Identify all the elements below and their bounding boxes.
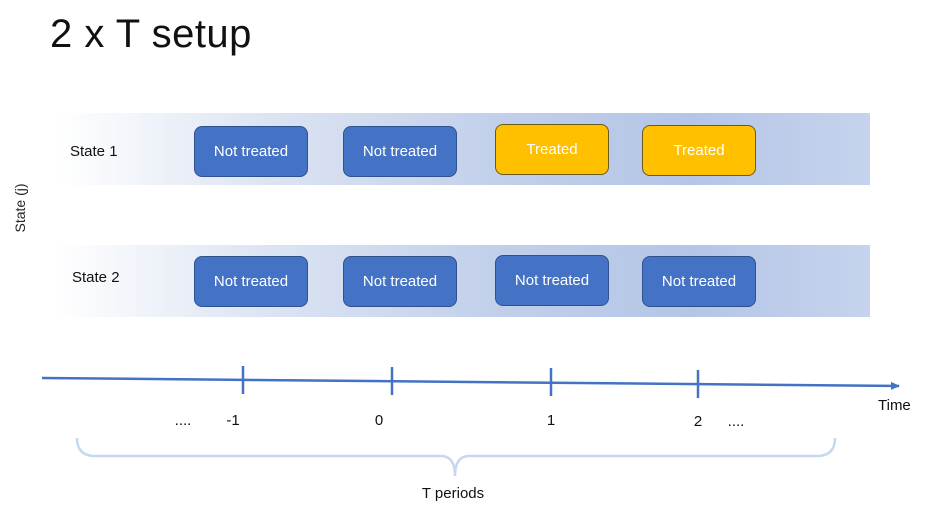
- tick-label-0: 0: [374, 412, 384, 429]
- state-2-period-1-cell: Not treated: [495, 255, 609, 306]
- page-title: 2 x T setup: [50, 12, 252, 56]
- tick-label-minus1: -1: [226, 412, 240, 429]
- state-1-period-1-cell: Treated: [495, 124, 609, 175]
- row-label-state-1: State 1: [70, 143, 118, 160]
- tick-label-1: 1: [546, 412, 556, 429]
- time-axis-line: [41, 376, 900, 390]
- state-1-period-minus1-cell: Not treated: [194, 126, 308, 177]
- state-1-period-2-cell: Treated: [642, 125, 756, 176]
- state-2-period-minus1-cell: Not treated: [194, 256, 308, 307]
- tick-label-2: 2: [693, 413, 703, 430]
- periods-brace-label: T periods: [421, 485, 485, 502]
- periods-brace: [75, 437, 837, 477]
- state-1-period-0-cell: Not treated: [343, 126, 457, 177]
- state-2-period-0-cell: Not treated: [343, 256, 457, 307]
- leading-ellipsis: ....: [174, 412, 192, 429]
- time-axis-label: Time: [878, 397, 911, 414]
- trailing-ellipsis: ....: [727, 413, 745, 430]
- state-2-period-2-cell: Not treated: [642, 256, 756, 307]
- row-label-state-2: State 2: [72, 269, 120, 286]
